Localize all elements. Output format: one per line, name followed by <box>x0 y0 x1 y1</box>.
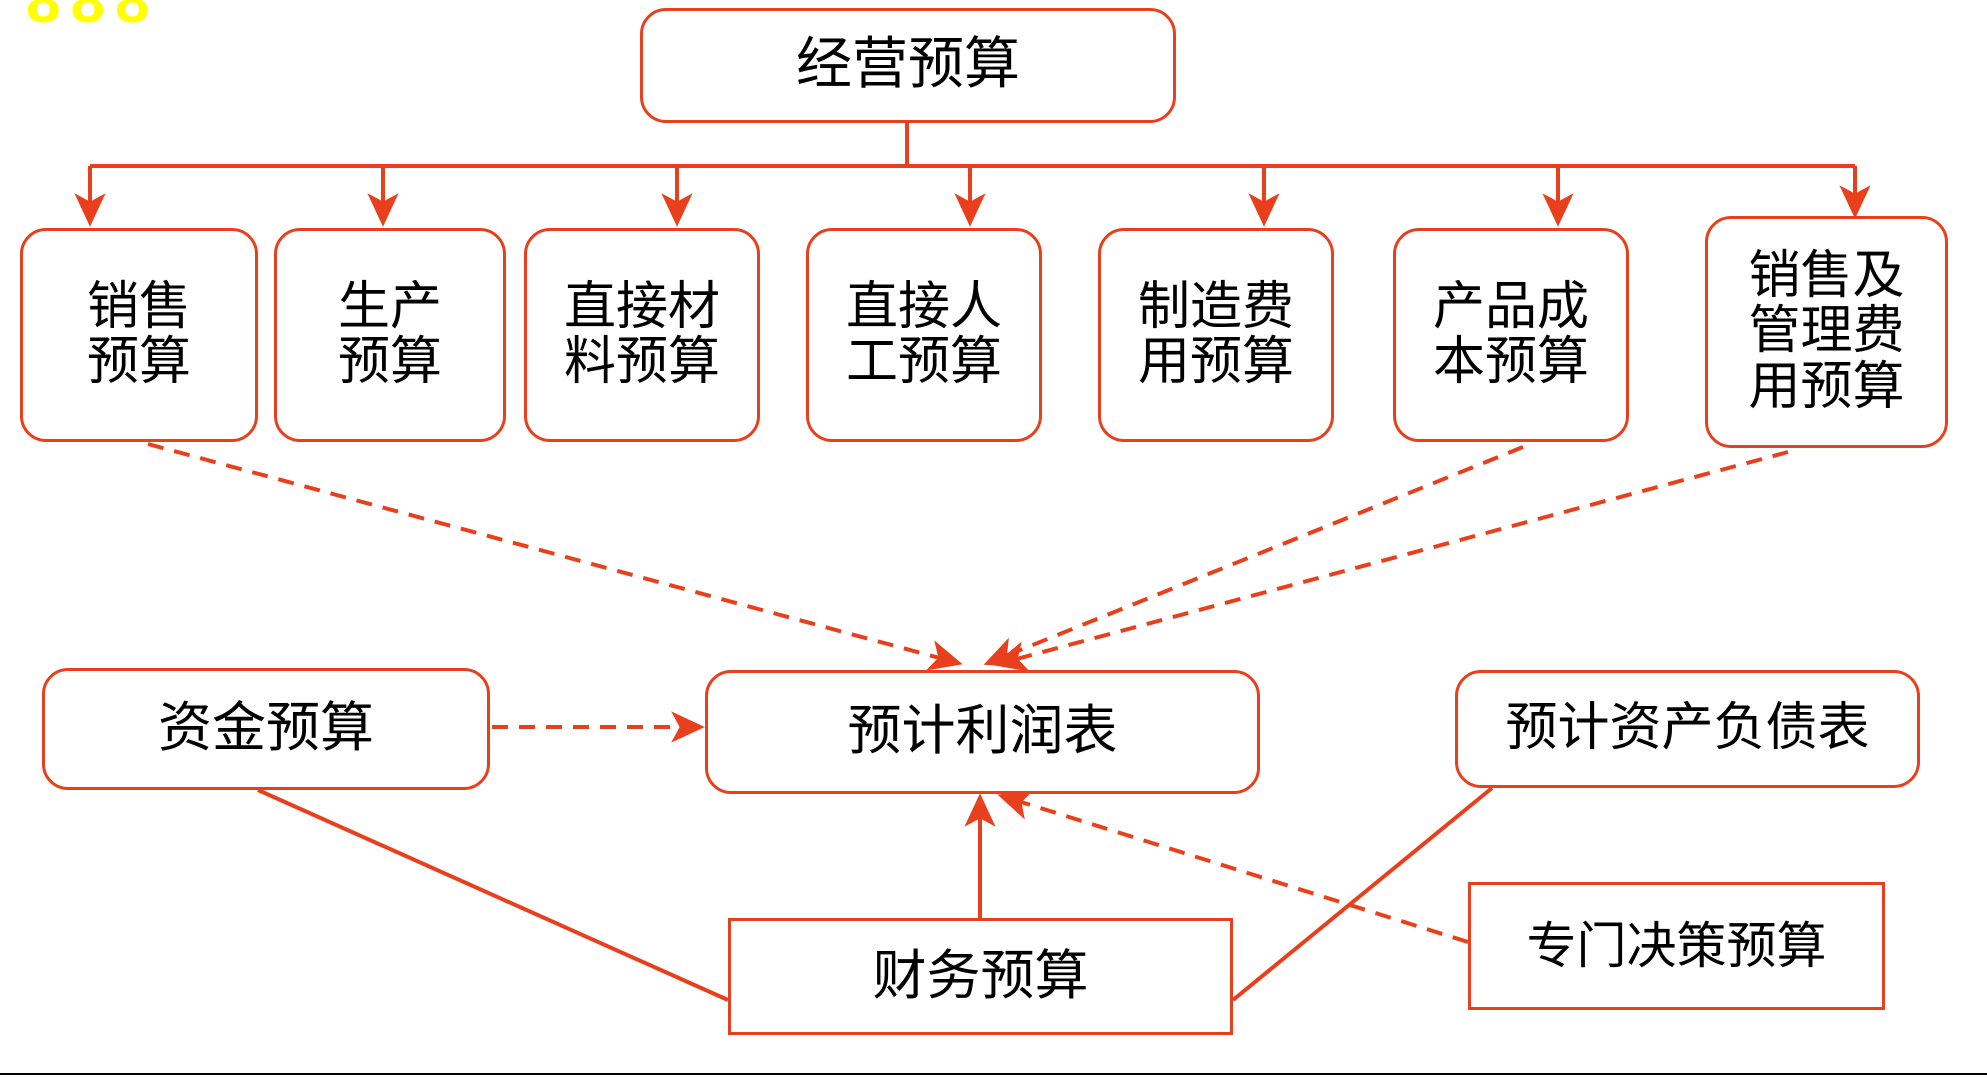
dashed-feed-edges <box>147 442 1789 944</box>
tree-bus <box>90 123 1855 168</box>
node-direct-material-budget[interactable]: 直接材 料预算 <box>524 228 760 442</box>
tree-branch-arrows <box>74 166 1871 227</box>
node-financial-budget[interactable]: 财务预算 <box>728 918 1233 1035</box>
financial-group-lines <box>257 786 1494 1002</box>
node-operating-budget[interactable]: 经营预算 <box>640 8 1176 123</box>
node-selling-admin-expense-budget[interactable]: 销售及 管理费 用预算 <box>1705 216 1948 448</box>
node-direct-labor-budget[interactable]: 直接人 工预算 <box>806 228 1042 442</box>
yellow-overlay-text: 888 <box>26 0 160 36</box>
node-sales-budget[interactable]: 销售 预算 <box>20 228 258 442</box>
slide-bottom-rule <box>0 1073 1987 1075</box>
node-projected-income-statement[interactable]: 预计利润表 <box>705 670 1260 794</box>
node-special-decision-budget[interactable]: 专门决策预算 <box>1468 882 1885 1010</box>
node-cash-budget[interactable]: 资金预算 <box>42 668 490 790</box>
node-product-cost-budget[interactable]: 产品成 本预算 <box>1393 228 1629 442</box>
node-production-budget[interactable]: 生产 预算 <box>274 228 506 442</box>
node-manufacturing-overhead-budget[interactable]: 制造费 用预算 <box>1098 228 1334 442</box>
node-projected-balance-sheet[interactable]: 预计资产负债表 <box>1455 670 1920 788</box>
